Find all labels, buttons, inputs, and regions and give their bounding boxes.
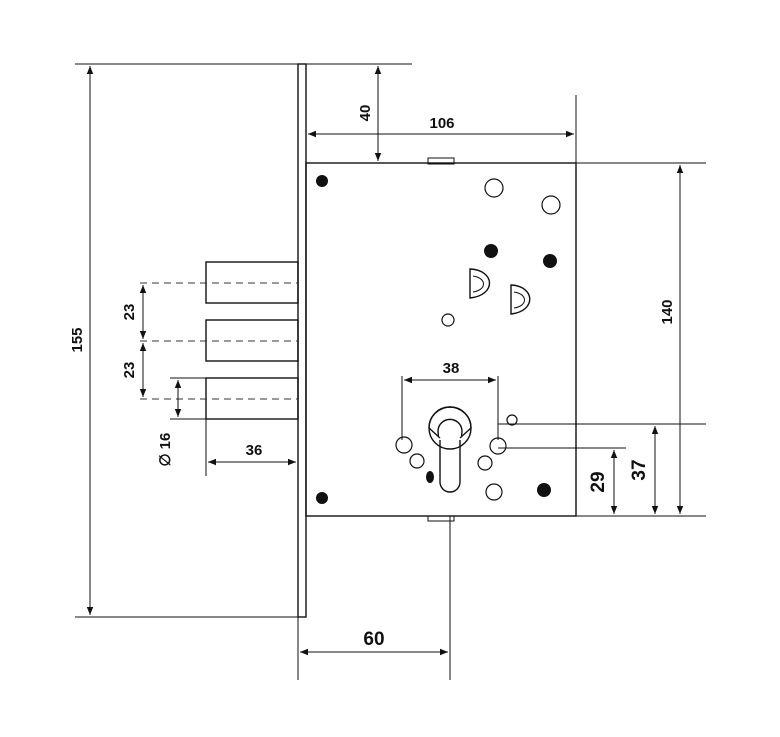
face-plate bbox=[75, 63, 412, 618]
label-38: 38 bbox=[443, 360, 460, 377]
label-37: 37 bbox=[629, 459, 650, 480]
label-155: 155 bbox=[69, 327, 86, 352]
bolts bbox=[140, 261, 299, 420]
label-36: 36 bbox=[246, 442, 263, 459]
label-23b: 23 bbox=[121, 362, 138, 379]
label-23a: 23 bbox=[121, 304, 138, 321]
mounting-holes bbox=[316, 175, 561, 504]
dimension-labels: 155 40 106 140 23 23 16 ∅ 36 38 29 37 60 bbox=[69, 105, 676, 650]
diameter-symbol: ∅ bbox=[157, 453, 174, 466]
label-106: 106 bbox=[429, 115, 454, 132]
label-16: 16 bbox=[157, 433, 174, 450]
lock-body bbox=[305, 95, 577, 522]
cylinder-cutout bbox=[428, 406, 472, 680]
label-60: 60 bbox=[363, 629, 384, 650]
label-29: 29 bbox=[588, 471, 609, 492]
label-40: 40 bbox=[357, 105, 374, 122]
extension-lines bbox=[170, 162, 706, 680]
label-140: 140 bbox=[659, 299, 676, 324]
dimension-lines bbox=[86, 66, 684, 656]
d-shaped-slots bbox=[469, 268, 531, 315]
